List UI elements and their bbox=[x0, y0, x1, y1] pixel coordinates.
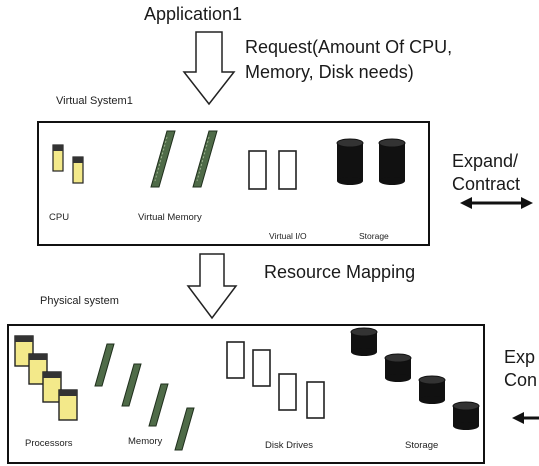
virtual-memory-icon bbox=[150, 130, 218, 188]
expand-contract-bottom-line2: Con bbox=[504, 370, 538, 390]
disk-drives-icon bbox=[226, 341, 325, 419]
expand-contract-top-line2: Contract bbox=[452, 174, 521, 194]
expand-contract-double-arrow bbox=[460, 197, 533, 209]
disk-drives-label: Disk Drives bbox=[265, 440, 314, 451]
physical-system-title: Physical system bbox=[40, 295, 119, 307]
physical-system-graphics bbox=[14, 327, 480, 451]
expand-contract-top-line1: Expand/ bbox=[452, 151, 519, 171]
application-label: Application1 bbox=[144, 4, 243, 24]
virtual-storage-icon bbox=[336, 138, 406, 185]
cpu-icon bbox=[52, 144, 84, 184]
request-down-arrow bbox=[182, 31, 236, 106]
physical-system-box: Processors Memory Disk Drives Storage bbox=[7, 324, 485, 464]
physical-storage-label: Storage bbox=[405, 440, 439, 451]
expand-contract-bottom-line1: Exp bbox=[504, 347, 536, 367]
request-text-line1: Request(Amount Of CPU, bbox=[245, 37, 453, 57]
virtual-io-label: Virtual I/O bbox=[269, 231, 307, 241]
processors-icon bbox=[14, 335, 78, 421]
virtual-system-box: CPU Virtual Memory Virtual I/O Storage bbox=[37, 121, 430, 246]
physical-storage-icon bbox=[350, 327, 480, 430]
virtual-io-icon bbox=[248, 150, 297, 190]
virtual-system-title: Virtual System1 bbox=[56, 95, 133, 107]
memory-label: Memory bbox=[128, 436, 163, 447]
cpu-label: CPU bbox=[49, 212, 70, 223]
resource-mapping-label: Resource Mapping bbox=[264, 262, 416, 282]
resource-mapping-down-arrow bbox=[186, 253, 238, 320]
virtual-system-graphics bbox=[52, 130, 406, 190]
memory-icon bbox=[94, 343, 195, 451]
virtual-storage-label: Storage bbox=[359, 231, 389, 241]
expand-contract-bottom-arrow bbox=[512, 412, 539, 424]
request-text-line2: Memory, Disk needs) bbox=[245, 62, 414, 82]
processors-label: Processors bbox=[25, 438, 73, 449]
virtual-memory-label: Virtual Memory bbox=[138, 212, 202, 223]
